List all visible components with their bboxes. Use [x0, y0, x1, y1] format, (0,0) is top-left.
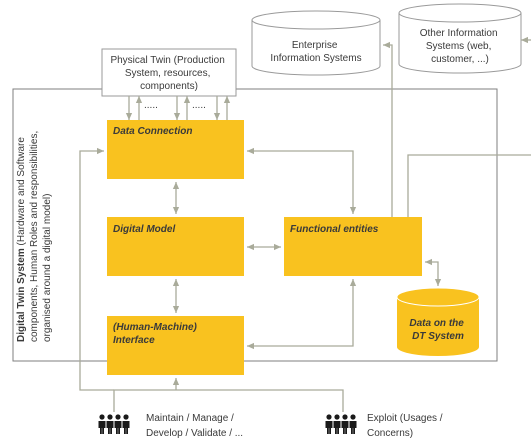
- maintainers-people-icon: [98, 414, 130, 434]
- physical-twin-connectors: ..... .....: [125, 96, 231, 120]
- data-connection-label: Data Connection: [113, 126, 192, 137]
- actors-dc-arrow: [79, 147, 114, 391]
- dc-fe-arrow: [247, 147, 357, 214]
- data-on-dt-label: Data on the DT System: [409, 318, 466, 342]
- other-is-label: Other Information Systems (web, customer…: [420, 28, 501, 65]
- digital-model-label: Digital Model: [113, 224, 175, 235]
- hmi-box: [107, 316, 244, 375]
- users-people-icon: [325, 414, 357, 434]
- physical-twin-box: [101, 48, 237, 97]
- dt-system-side-label-line1: Digital Twin System (Hardware and Softwa…: [16, 137, 27, 342]
- fe-enterprise-arrow: [383, 41, 393, 217]
- digital-model-box: [107, 217, 244, 276]
- other-information-systems-db: Other Information Systems (web, customer…: [398, 3, 522, 74]
- dots-1: .....: [144, 100, 158, 111]
- enterprise-is-label: Enterprise Information Systems: [270, 40, 361, 64]
- dt-system-frame: [12, 88, 498, 362]
- dots-2: .....: [192, 100, 206, 111]
- maintainers-label: Maintain / Manage / Develop / Validate /…: [146, 413, 243, 439]
- functional-entities-box: [284, 217, 422, 276]
- hmi-label: (Human-Machine) Interface: [113, 322, 200, 346]
- dt-system-side-label-line2: components, Human Roles and responsibili…: [29, 131, 40, 342]
- hmi-fe-arrow: [247, 279, 357, 350]
- fe-other-line: [407, 154, 531, 217]
- data-connection-box: [107, 120, 244, 179]
- functional-entities-label: Functional entities: [290, 224, 379, 235]
- fe-data-arrow: [425, 258, 442, 286]
- dt-system-side-label-line3: organised around a digital model): [42, 194, 53, 342]
- enterprise-information-systems-db: Enterprise Information Systems: [251, 10, 381, 76]
- physical-twin-label: Physical Twin (Production System, resour…: [110, 55, 227, 92]
- users-label: Exploit (Usages / Concerns): [367, 413, 445, 439]
- actors-bar: [113, 389, 344, 412]
- data-on-dt-system-db: Data on the DT System: [396, 287, 480, 356]
